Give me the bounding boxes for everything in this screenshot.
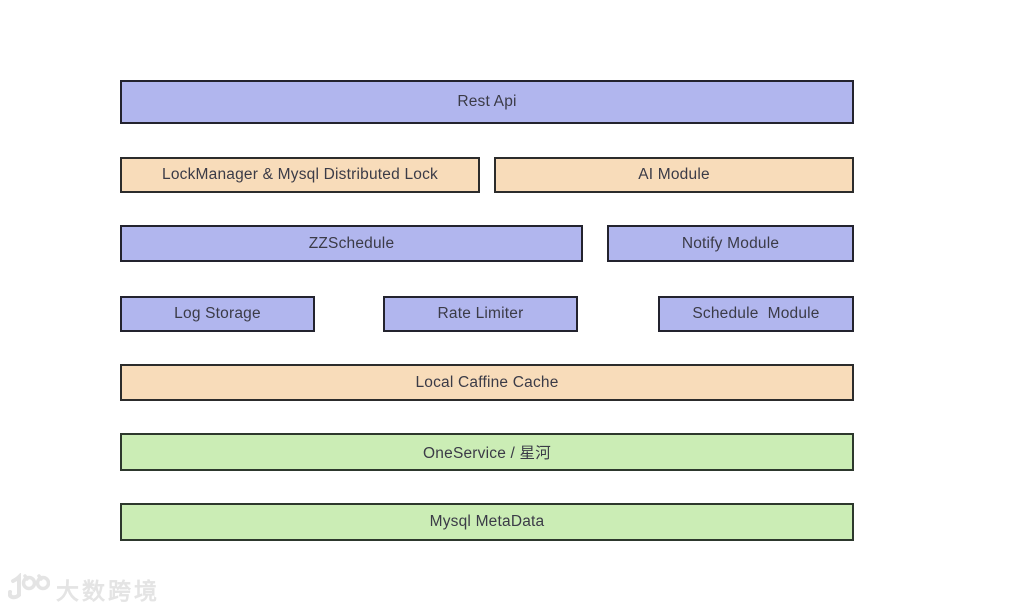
box-ai-module: AI Module <box>494 157 854 193</box>
box-label-notify-module: Notify Module <box>681 234 780 252</box>
box-log-storage: Log Storage <box>120 296 315 332</box>
box-label-log-storage: Log Storage <box>174 305 261 322</box>
box-notify-module: Notify Module <box>607 225 854 262</box>
box-zzschedule: ZZSchedule <box>120 225 583 262</box>
watermark: 大数跨境 <box>7 571 160 606</box>
box-lock-manager: LockManager & Mysql Distributed Lock <box>120 157 480 193</box>
box-label-rest-api: Rest Api <box>457 93 517 110</box>
box-mysql-metadata: Mysql MetaData <box>120 503 854 541</box>
box-oneservice: OneService / 星河 <box>120 433 854 471</box>
box-rest-api: Rest Api <box>120 80 854 124</box>
box-label-zzschedule: ZZSchedule <box>308 234 395 252</box>
box-label-rate-limiter: Rate Limiter <box>437 305 524 322</box>
box-label-local-caffine-cache: Local Caffine Cache <box>415 373 559 391</box>
box-label-ai-module: AI Module <box>638 166 710 183</box>
box-label-oneservice: OneService / 星河 <box>423 445 551 462</box>
box-label-mysql-metadata: Mysql MetaData <box>429 513 545 530</box>
dashu-kuajing-logo-icon <box>7 571 51 606</box>
box-label-lock-manager: LockManager & Mysql Distributed Lock <box>162 166 438 183</box>
box-label-schedule-module: Schedule Module <box>692 305 820 322</box>
box-local-caffine-cache: Local Caffine Cache <box>120 364 854 401</box>
box-schedule-module: Schedule Module <box>658 296 854 332</box>
box-rate-limiter: Rate Limiter <box>383 296 578 332</box>
watermark-text: 大数跨境 <box>56 578 160 604</box>
